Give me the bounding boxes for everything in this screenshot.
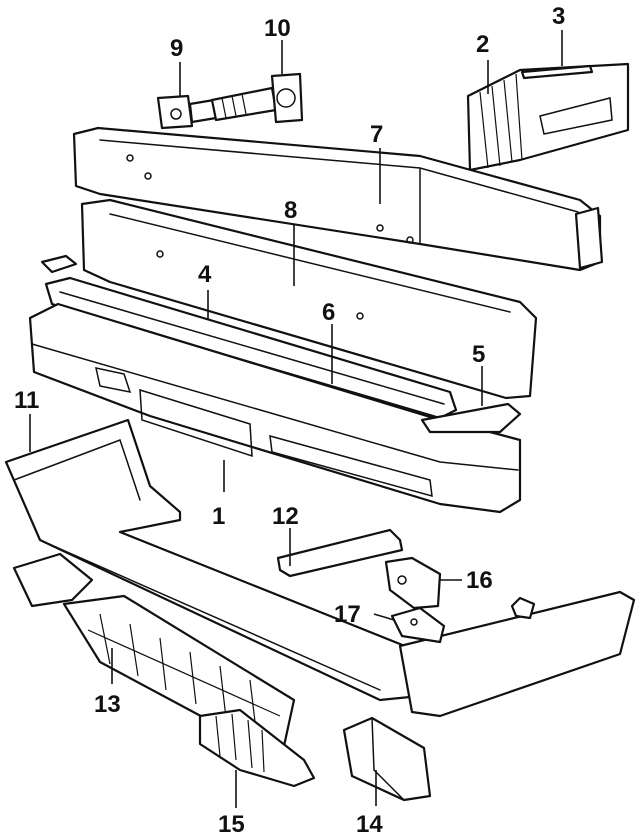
part-7-reinforcement <box>72 126 604 272</box>
callout-1: 1 <box>212 503 225 530</box>
part-11-lower-valance <box>4 418 636 718</box>
callout-12: 12 <box>272 503 299 530</box>
callout-5: 5 <box>472 341 485 368</box>
part-9-bracket <box>156 94 218 130</box>
callout-14: 14 <box>356 811 383 837</box>
part-2-side-marker <box>466 62 630 172</box>
part-5-end-molding <box>420 402 522 434</box>
part-3-trim-strip <box>520 64 594 80</box>
part-13-lower-grille <box>12 552 296 748</box>
callout-3: 3 <box>552 3 565 30</box>
part-6-upper-strip <box>44 276 458 420</box>
part-8-face-bar <box>80 198 538 400</box>
callout-15: 15 <box>218 811 245 837</box>
callout-16: 16 <box>466 567 493 594</box>
callout-7: 7 <box>370 121 383 148</box>
part-12-brace <box>276 528 404 578</box>
part-15-small-grille <box>198 708 316 788</box>
part-14-air-duct <box>342 716 432 802</box>
callout-8: 8 <box>284 197 297 224</box>
part-17-bracket <box>390 606 446 644</box>
callout-2: 2 <box>476 31 489 58</box>
callout-11: 11 <box>14 387 39 414</box>
callout-10: 10 <box>264 15 291 42</box>
part-1-bumper-cover <box>28 302 522 514</box>
retainer-clip <box>40 254 78 274</box>
callout-4: 4 <box>198 261 212 288</box>
leader-lines <box>29 30 563 808</box>
callout-17: 17 <box>334 601 361 628</box>
part-10-energy-absorber <box>210 72 304 124</box>
callout-9: 9 <box>170 35 183 62</box>
part-16-bracket <box>384 556 442 610</box>
callout-13: 13 <box>94 691 121 718</box>
callout-6: 6 <box>322 299 335 326</box>
